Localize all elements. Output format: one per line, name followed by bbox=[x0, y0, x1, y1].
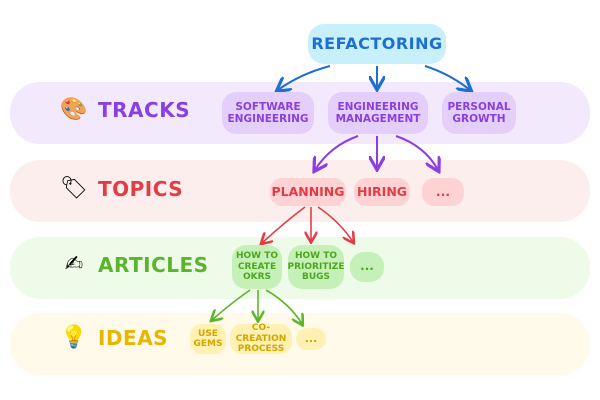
article-line: CREATE bbox=[237, 261, 277, 272]
article-line: ... bbox=[360, 259, 374, 274]
article-line: BUGS bbox=[301, 272, 331, 283]
topic-label: PLANNING bbox=[271, 183, 345, 199]
idea-line: ... bbox=[304, 331, 318, 345]
idea-line: GEMS bbox=[193, 339, 223, 349]
topic-node-planning: PLANNING bbox=[270, 178, 346, 206]
articles-label: ARTICLES bbox=[98, 253, 209, 277]
ideas-row-label: 💡 IDEAS bbox=[60, 326, 168, 350]
arrow-mgmt-more bbox=[395, 135, 438, 170]
track-line: PERSONAL bbox=[447, 100, 511, 113]
tracks-row-label: 🎨 TRACKS bbox=[60, 98, 190, 122]
track-line: ENGINEERING bbox=[227, 113, 309, 125]
article-line: OKRS bbox=[242, 272, 272, 283]
arrow-okrs-gems bbox=[212, 289, 251, 320]
palette-icon: 🎨 bbox=[60, 97, 88, 122]
idea-node-more: ... bbox=[296, 328, 326, 350]
idea-line: CO-CREATION bbox=[235, 323, 287, 344]
topic-label: HIRING bbox=[356, 183, 408, 199]
topic-node-hiring: HIRING bbox=[354, 178, 410, 206]
tag-icon: 🏷 bbox=[60, 176, 88, 201]
idea-line: PROCESS bbox=[237, 344, 285, 355]
arrow-root-software bbox=[278, 65, 331, 90]
arrow-planning-okrs bbox=[262, 206, 306, 243]
track-line: MANAGEMENT bbox=[335, 113, 421, 125]
track-line: SOFTWARE bbox=[235, 100, 301, 113]
root-label: REFACTORING bbox=[311, 33, 443, 53]
arrow-root-personal bbox=[424, 65, 470, 90]
topics-row-label: 🏷 TOPICS bbox=[60, 177, 183, 201]
article-node-more: ... bbox=[350, 252, 384, 282]
root-node: REFACTORING bbox=[308, 24, 446, 64]
track-line: GROWTH bbox=[452, 113, 506, 125]
writing-hand-icon: ✍ bbox=[64, 252, 84, 277]
arrow-mgmt-planning bbox=[315, 135, 359, 170]
tracks-label: TRACKS bbox=[98, 98, 191, 122]
topics-label: TOPICS bbox=[98, 177, 184, 201]
topic-label: ... bbox=[435, 183, 451, 199]
ideas-label: IDEAS bbox=[98, 326, 169, 350]
light-bulb-icon: 💡 bbox=[60, 325, 88, 350]
idea-line: USE bbox=[198, 328, 218, 339]
article-line: PRIORITIZE bbox=[287, 261, 345, 272]
arrow-okrs-more bbox=[265, 289, 302, 324]
track-line: ENGINEERING bbox=[337, 100, 419, 113]
article-line: HOW TO bbox=[294, 251, 338, 262]
arrow-planning-more bbox=[317, 206, 353, 242]
topic-node-more: ... bbox=[422, 178, 464, 206]
articles-row-label: ✍ ARTICLES bbox=[60, 253, 209, 277]
article-line: HOW TO bbox=[235, 251, 279, 262]
